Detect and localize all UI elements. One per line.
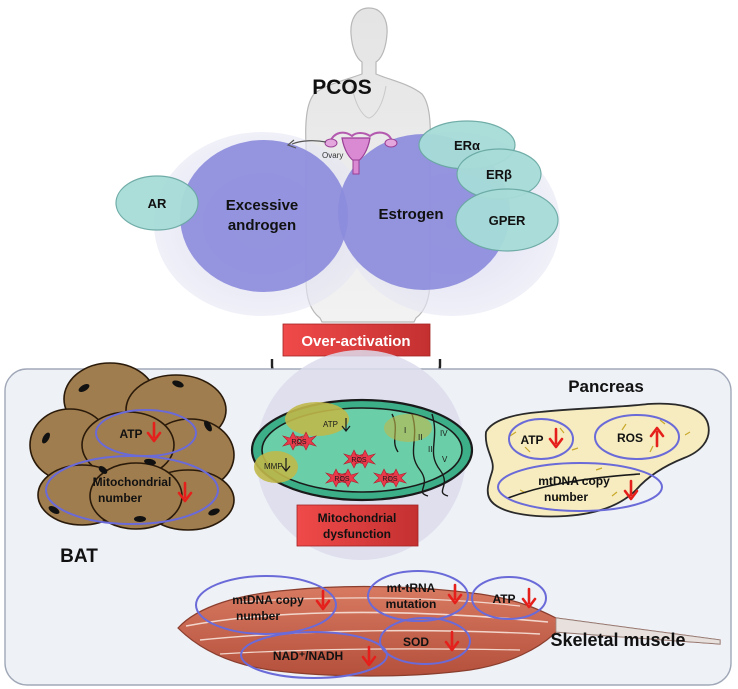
mito-mmp-label: MMP: [264, 462, 283, 471]
pancreas-atp-label: ATP: [520, 433, 543, 447]
muscle-mtdna-line2: number: [236, 609, 280, 623]
muscle-trna-line2: mutation: [386, 597, 437, 611]
pancreas-ros-label: ROS: [617, 431, 643, 445]
muscle-title: Skeletal muscle: [550, 630, 685, 650]
gper-label: GPER: [489, 213, 526, 228]
androgen-blob: [180, 140, 348, 292]
mito-mmp-down-arrow: [281, 458, 291, 472]
ovary-label: Ovary: [322, 151, 343, 160]
er-beta-label: ERβ: [486, 167, 512, 182]
mito-dysfunction-box: Mitochondrial dysfunction: [296, 504, 419, 547]
muscle-mtdna-line1: mtDNA copy: [232, 593, 304, 607]
pancreas-mtdna-outline: [497, 462, 663, 512]
complex-iii: III: [428, 445, 435, 454]
ros-label-1: ROS: [291, 439, 307, 446]
uterus-icon: [286, 131, 398, 175]
ros-label-4: ROS: [382, 476, 398, 483]
complex-i: I: [404, 426, 406, 435]
muscle-atp-label: ATP: [492, 592, 515, 606]
complex-ii: II: [418, 433, 422, 442]
pancreatic-duct: [507, 473, 641, 499]
ar-label: AR: [148, 196, 167, 211]
pancreas-ducts: [509, 419, 691, 501]
muscle-atp-outline: [471, 576, 547, 620]
muscle-trna-outline: [367, 570, 469, 622]
receptor-er-beta: ERβ: [456, 148, 542, 200]
ros-label-2: ROS: [351, 457, 367, 464]
bat-atp-label: ATP: [119, 427, 142, 441]
mito-atp-label: ATP: [323, 420, 338, 429]
pancreas-mtdna-line2: number: [544, 490, 588, 504]
muscle-trna-line1: mt-tRNA: [387, 581, 436, 595]
bat-title: BAT: [60, 546, 98, 567]
ros-label-3: ROS: [334, 476, 350, 483]
pcos-title: PCOS: [312, 76, 372, 99]
muscle-nad-label: NAD⁺/NADH: [273, 649, 343, 663]
androgen-label-line1: Excessive: [226, 197, 299, 214]
mito-dysfunction-line1: Mitochondrial: [318, 511, 397, 525]
over-activation-label: Over-activation: [301, 333, 410, 350]
bat-mito-label-line1: Mitochondrial: [93, 475, 172, 489]
bat-mito-label-line2: number: [98, 491, 142, 505]
pancreas-title: Pancreas: [568, 377, 644, 396]
bat-mito-outline: [45, 455, 219, 525]
mitochondrion-illustration: [250, 398, 474, 502]
receptor-gper: GPER: [455, 188, 559, 252]
muscle-sod-label: SOD: [403, 635, 429, 649]
receptor-ar: AR: [115, 175, 199, 231]
complex-v: V: [442, 455, 448, 464]
er-alpha-label: ERα: [454, 138, 480, 153]
mito-atp-down-arrow: [341, 418, 351, 432]
pancreas-atp-outline: [508, 418, 574, 460]
androgen-label-line2: androgen: [228, 217, 296, 234]
muscle-nad-outline: [240, 631, 388, 679]
muscle-mtdna-outline: [195, 575, 337, 635]
bat-cells: [29, 362, 235, 531]
mito-dysfunction-line2: dysfunction: [323, 527, 391, 541]
muscle-sod-outline: [379, 617, 471, 665]
complex-iv: IV: [440, 429, 448, 438]
skeletal-muscle: [177, 585, 721, 677]
pancreas-ros-outline: [594, 414, 680, 460]
estrogen-label: Estrogen: [378, 206, 443, 223]
pancreas-mtdna-line1: mtDNA copy: [538, 474, 610, 488]
